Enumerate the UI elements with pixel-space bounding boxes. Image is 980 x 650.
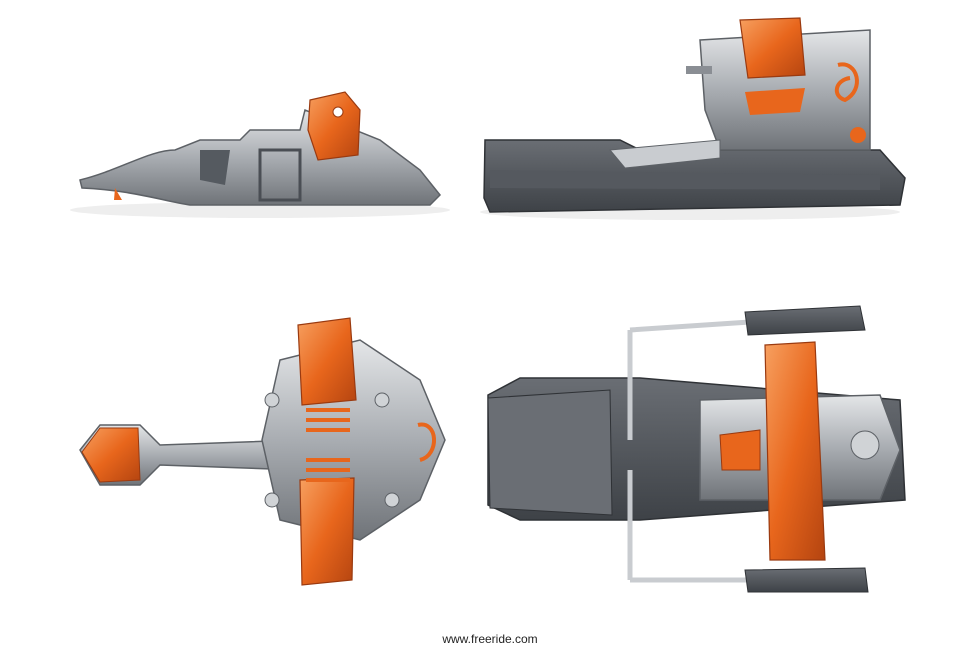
toe-piece-side-view	[70, 91, 450, 218]
heel-piece-side-view	[480, 17, 906, 220]
toe-piece-top-view	[79, 317, 446, 586]
watermark-text: www.freeride.com	[442, 632, 538, 646]
heel-piece-top-view	[487, 305, 906, 593]
